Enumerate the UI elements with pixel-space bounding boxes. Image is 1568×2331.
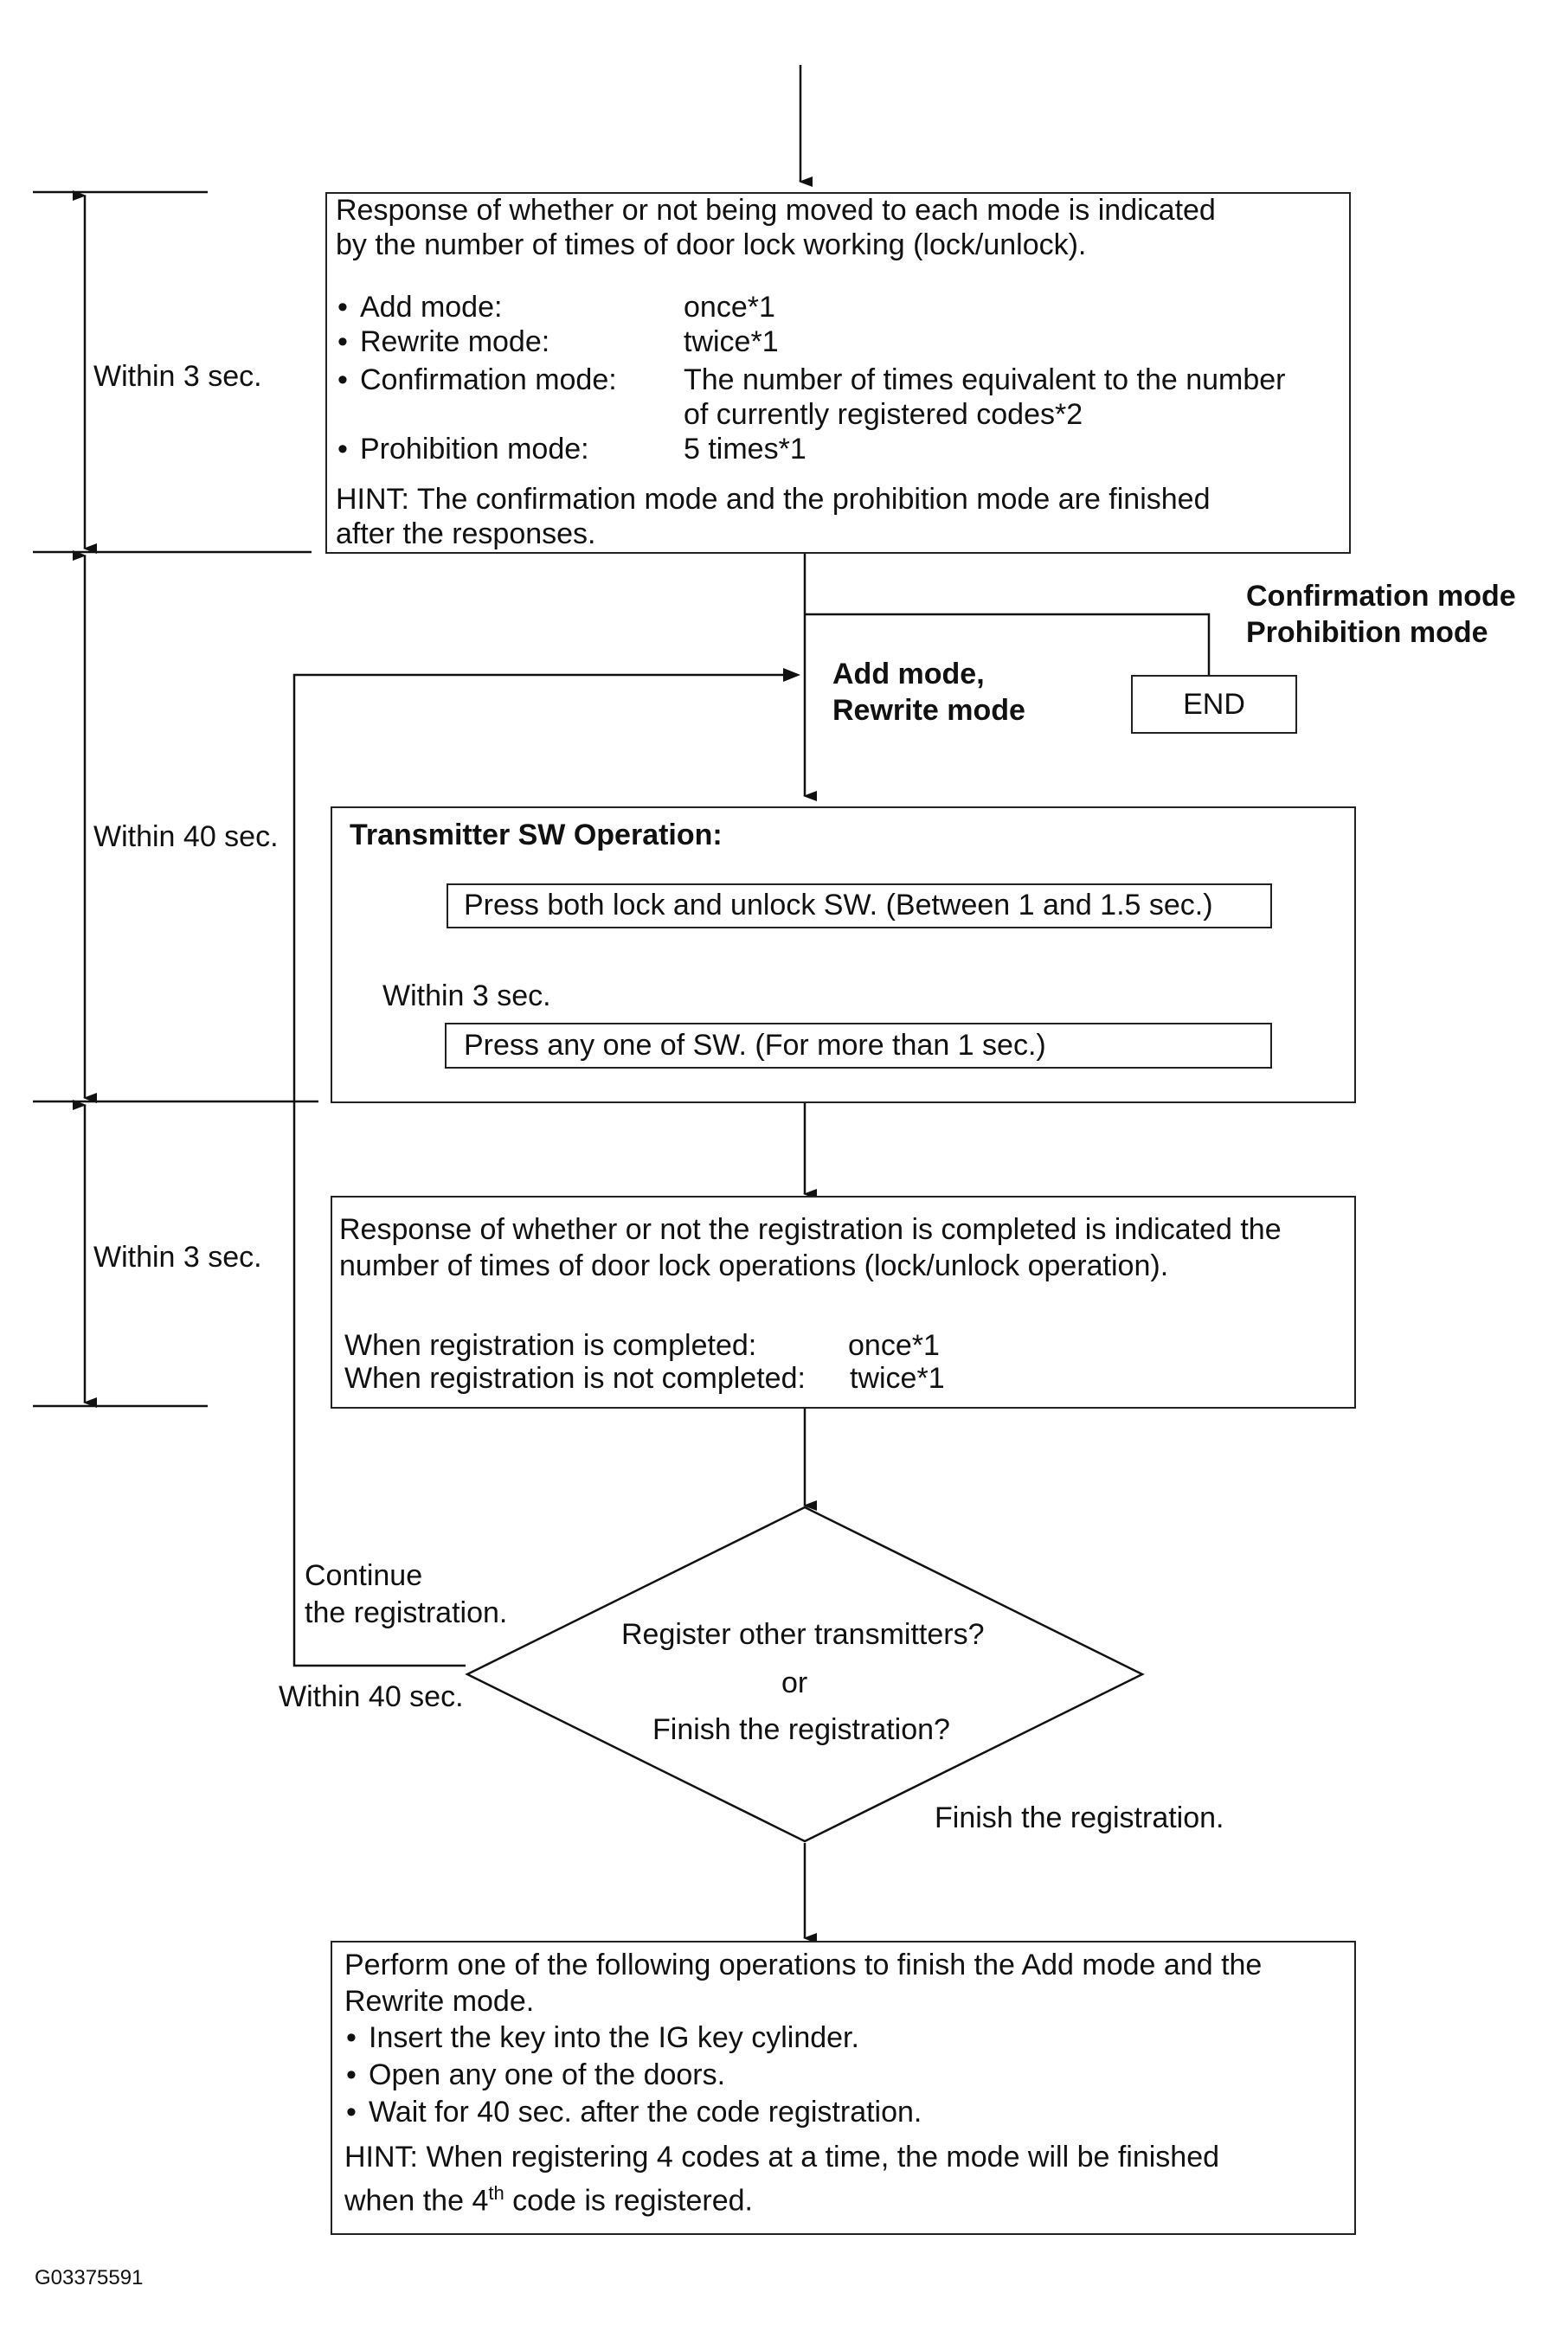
finish-hint-1: HINT: When registering 4 codes at a time… xyxy=(344,2141,1220,2174)
continue-registration-label-1: Continue xyxy=(305,1559,423,1592)
branch-to-end xyxy=(805,613,1211,675)
mode-label-rewrite: Rewrite mode: xyxy=(337,324,549,360)
registration-response-box xyxy=(331,1196,1356,1409)
not-completed-label: When registration is not completed: xyxy=(344,1362,806,1395)
transmitter-operation-title: Transmitter SW Operation: xyxy=(350,819,723,851)
finish-intro-2: Rewrite mode. xyxy=(344,1985,535,2018)
mode-response-intro-2: by the number of times of door lock work… xyxy=(336,228,1087,261)
finish-hint-2-pre: when the 4 xyxy=(344,2184,489,2218)
finish-bullet-2: Open any one of the doors. xyxy=(346,2057,725,2093)
mode-response-intro-1: Response of whether or not being moved t… xyxy=(336,194,1216,227)
finish-hint-2-sup: th xyxy=(488,2182,504,2204)
timing-label-1: Within 3 sec. xyxy=(93,360,262,393)
finish-bullet-1: Insert the key into the IG key cylinder. xyxy=(346,2020,859,2056)
end-branch-label-2: Prohibition mode xyxy=(1246,616,1488,649)
continue-registration-label-2: the registration. xyxy=(305,1596,508,1629)
finish-hint-2-post: code is registered. xyxy=(504,2184,753,2218)
step-press-both-text: Press both lock and unlock SW. (Between … xyxy=(464,889,1213,921)
timing-label-3: Within 3 sec. xyxy=(93,1241,262,1274)
not-completed-value: twice*1 xyxy=(850,1362,945,1395)
mode-label-prohibition: Prohibition mode: xyxy=(337,431,589,467)
inner-timing-label: Within 3 sec. xyxy=(382,979,551,1012)
continue-branch-label-1: Add mode, xyxy=(832,658,985,690)
end-branch-label-1: Confirmation mode xyxy=(1246,580,1516,613)
loop-back-arrowhead xyxy=(783,668,800,682)
finish-hint-2: when the 4th code is registered. xyxy=(344,2175,753,2219)
figure-id: G03375591 xyxy=(35,2266,144,2289)
timing-label-2: Within 40 sec. xyxy=(93,820,279,853)
decision-line-3: Finish the registration? xyxy=(652,1713,950,1746)
completed-label: When registration is completed: xyxy=(344,1329,757,1362)
registration-response-intro-2: number of times of door lock operations … xyxy=(339,1249,1169,1282)
decision-line-2: or xyxy=(781,1666,808,1699)
mode-response-hint-2: after the responses. xyxy=(336,517,596,550)
registration-response-intro-1: Response of whether or not the registrat… xyxy=(339,1213,1282,1246)
mode-value-add: once*1 xyxy=(684,291,775,324)
completed-value: once*1 xyxy=(848,1329,940,1362)
decision-diamond xyxy=(465,1506,1145,1843)
mode-response-hint-1: HINT: The confirmation mode and the proh… xyxy=(336,483,1211,516)
mode-label-confirmation: Confirmation mode: xyxy=(337,362,617,398)
mode-value-confirmation-2: of currently registered codes*2 xyxy=(684,398,1083,431)
end-terminal: END xyxy=(1131,675,1297,734)
mode-value-confirmation: The number of times equivalent to the nu… xyxy=(684,363,1286,396)
step-press-any-text: Press any one of SW. (For more than 1 se… xyxy=(464,1029,1046,1062)
mode-label-add: Add mode: xyxy=(337,289,502,325)
decision-line-1: Register other transmitters? xyxy=(621,1618,985,1651)
finish-registration-label: Finish the registration. xyxy=(935,1801,1224,1834)
continue-registration-timing: Within 40 sec. xyxy=(279,1680,464,1713)
finish-intro-1: Perform one of the following operations … xyxy=(344,1949,1263,1981)
finish-bullet-3: Wait for 40 sec. after the code registra… xyxy=(346,2094,922,2130)
step-press-any xyxy=(445,1023,1272,1069)
continue-branch-label-2: Rewrite mode xyxy=(832,694,1025,727)
mode-value-prohibition: 5 times*1 xyxy=(684,433,806,466)
mode-value-rewrite: twice*1 xyxy=(684,325,779,358)
step-press-both xyxy=(447,883,1272,928)
loop-back-line xyxy=(292,673,783,1667)
